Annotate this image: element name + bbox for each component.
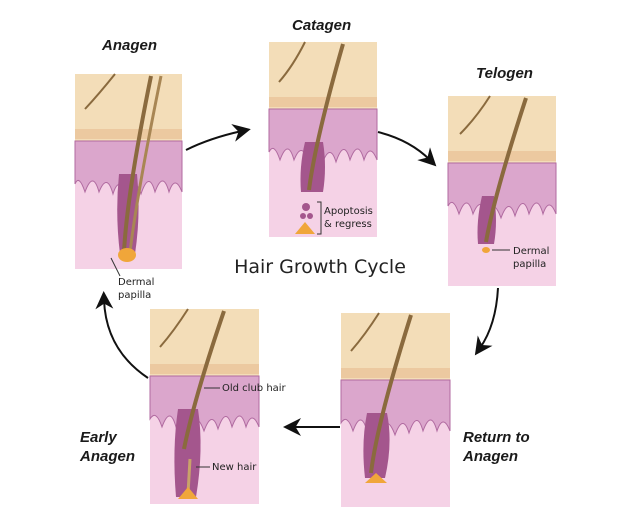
label-catagen: Catagen [292,17,352,34]
pointer-dermal-papilla-1 [110,257,121,277]
arrow-catagen-to-telogen [377,131,437,167]
panel-telogen [447,95,557,286]
panel-catagen [268,41,378,237]
annotation-apoptosis-line1: Apoptosis [324,206,373,217]
cycle-arrows [95,124,499,436]
panel-early-anagen [149,308,260,504]
label-early-line2: Anagen [80,448,136,465]
label-early-anagen: Early Anagen [80,428,135,466]
label-return-line2: Anagen [463,448,519,465]
panel-return-to-anagen [340,312,451,507]
annotation-dermal-papilla-1-line1: Dermal [118,277,155,288]
annotation-apoptosis-line2: & regress [324,219,372,230]
panel-anagen [74,73,183,269]
label-telogen: Telogen [476,65,533,82]
annotation-dermal-papilla-1-line2: papilla [118,290,152,301]
annotation-dermal-papilla-1: Dermal papilla [118,276,154,302]
label-early-line1: Early [80,429,117,446]
arrow-telogen-to-return [474,287,499,356]
label-anagen: Anagen [102,37,158,54]
annotation-apoptosis: Apoptosis & regress [324,205,373,231]
annotation-dermal-papilla-2-line2: papilla [513,259,547,270]
arrow-anagen-to-catagen [185,124,251,151]
diagram-title: Hair Growth Cycle [234,256,406,278]
annotation-dermal-papilla-2-line1: Dermal [513,246,550,257]
label-return-line1: Return to [463,429,530,446]
annotation-new-hair: New hair [212,462,257,473]
label-return-to-anagen: Return to Anagen [463,428,530,466]
annotation-dermal-papilla-2: Dermal papilla [513,245,549,271]
arrow-early-to-anagen [95,291,149,379]
annotation-old-club-hair: Old club hair [222,383,286,394]
